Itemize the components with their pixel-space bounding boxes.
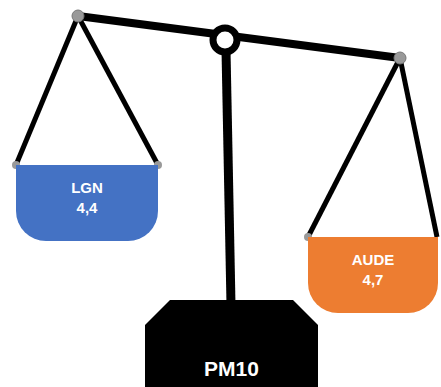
pan-heading: LGN — [71, 179, 103, 197]
scale-post — [226, 50, 231, 305]
right-string — [308, 58, 400, 237]
pan-heading: AUDE — [352, 251, 395, 269]
weighing-pan: LGN 4,4 — [16, 165, 158, 241]
pivot — [213, 28, 237, 52]
base-shape — [145, 300, 318, 387]
pan-heading: PM10 — [204, 356, 259, 381]
scale-beam — [78, 16, 400, 58]
scale-base: PM10 — [145, 300, 318, 387]
beam-end-dot — [394, 52, 406, 64]
left-string — [78, 16, 158, 165]
left-string — [16, 16, 78, 165]
weighing-pan: AUDE 4,7 — [308, 237, 438, 313]
right-string — [400, 58, 437, 237]
beam-end-dot — [72, 10, 84, 22]
pan-value: 4,7 — [363, 271, 384, 289]
pan-value: 4,4 — [77, 199, 98, 217]
